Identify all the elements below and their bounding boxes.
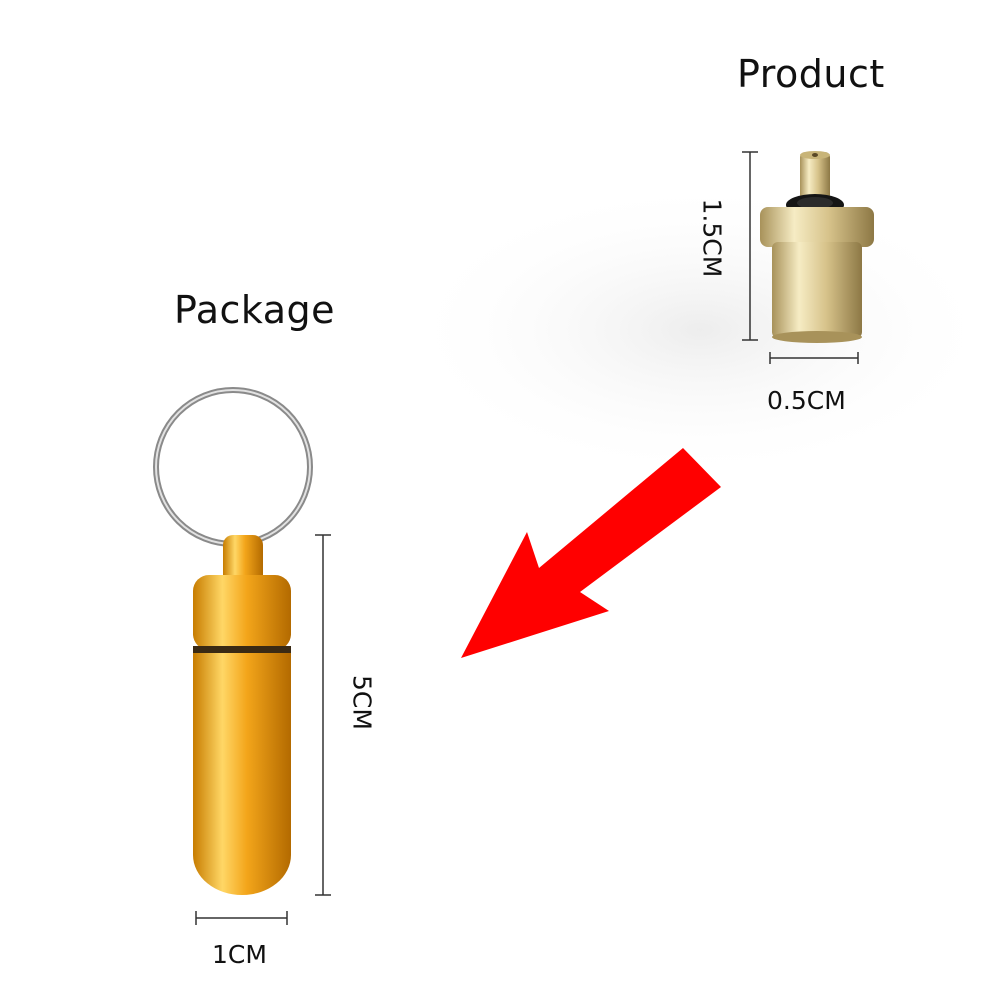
- package-height-line: [315, 534, 331, 896]
- product-width-label: 0.5CM: [767, 386, 846, 415]
- product-height-line: [742, 151, 758, 341]
- product-height-label: 1.5CM: [697, 198, 727, 278]
- arrow-icon: [461, 448, 721, 658]
- product-heading: Product: [737, 52, 885, 96]
- product-adapter: [760, 151, 874, 343]
- package-width-line: [195, 911, 288, 925]
- product-width-line: [769, 352, 859, 364]
- package-heading: Package: [174, 288, 336, 332]
- package-width-label: 1CM: [212, 940, 267, 969]
- package-capsule: [193, 535, 291, 895]
- package-keyring: [153, 387, 313, 547]
- package-height-label: 5CM: [347, 675, 377, 730]
